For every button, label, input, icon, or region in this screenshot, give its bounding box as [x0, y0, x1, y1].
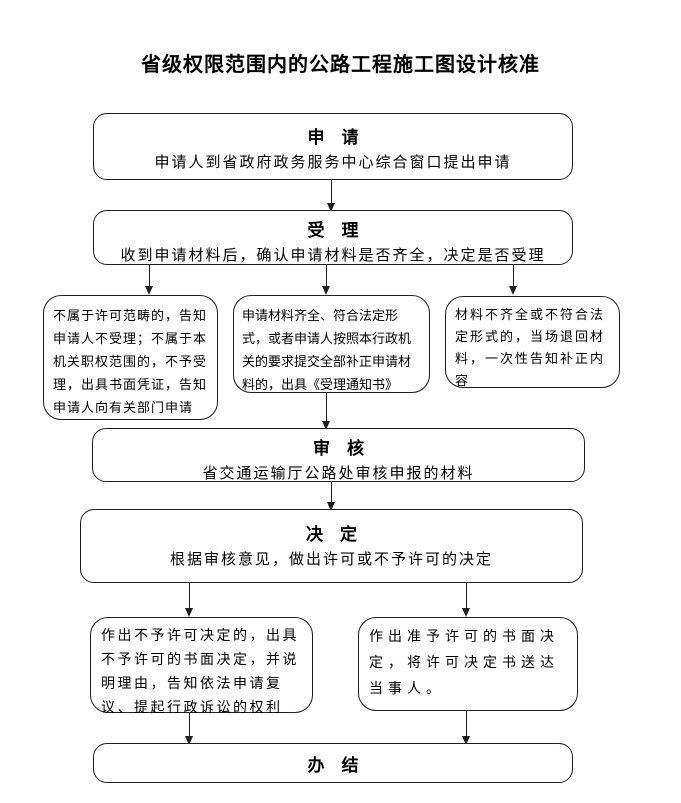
arrow-down-connector — [508, 265, 517, 295]
arrow-down-connector — [326, 180, 335, 212]
node-review-body: 省交通运输厅公路处审核申报的材料 — [202, 466, 475, 482]
node-apply-heading: 申 请 — [307, 128, 359, 147]
arrow-down-connector — [184, 583, 193, 617]
node-review-heading: 审 核 — [313, 439, 364, 458]
flow-node-finish: 办 结 — [93, 743, 573, 783]
arrow-down-connector — [144, 265, 153, 295]
arrow-down-connector — [321, 265, 330, 295]
page-title: 省级权限范围内的公路工程施工图设计核准 — [141, 54, 540, 76]
node-apply-body: 申请人到省政府政务服务中心综合窗口提出申请 — [154, 155, 512, 171]
flow-node-decision: 决 定 根据审核意见，做出许可或不予许可的决定 — [80, 509, 583, 583]
node-decision-heading: 决 定 — [306, 525, 357, 544]
flow-node-review: 审 核 省交通运输厅公路处审核申报的材料 — [92, 428, 585, 482]
node-accept-body: 收到申请材料后，确认申请材料是否齐全，决定是否受理 — [120, 248, 546, 264]
flow-node-grant: 作出准予许可的书面决定，将许可决定书送达当事人。 — [358, 617, 578, 711]
flow-node-branch-reject: 不属于许可范畴的，告知申请人不受理；不属于本机关职权范围的，不予受理，出具书面凭… — [43, 295, 218, 420]
flow-node-apply: 申 请 申请人到省政府政务服务中心综合窗口提出申请 — [93, 113, 573, 180]
flow-node-deny: 作出不予许可决定的，出具不予许可的书面决定，并说明理由，告知依法申请复议、提起行… — [90, 617, 313, 716]
node-decision-body: 根据审核意见，做出许可或不予许可的决定 — [169, 552, 493, 568]
node-grant-body: 作出准予许可的书面决定，将许可决定书送达当事人。 — [369, 630, 559, 697]
flow-node-branch-return: 材料不齐全或不符合法定形式的，当场退回材料，一次性告知补正内容 — [445, 296, 620, 388]
arrow-down-connector — [326, 482, 335, 511]
node-branch-return-body: 材料不齐全或不符合法定形式的，当场退回材料，一次性告知补正内容 — [455, 307, 606, 388]
arrow-down-connector — [184, 713, 193, 745]
arrow-down-connector — [321, 393, 330, 430]
arrow-down-connector — [461, 711, 470, 745]
node-accept-heading: 受 理 — [307, 221, 359, 240]
node-branch-ok-body: 申请材料齐全、符合法定形式，或者申请人按照本行政机关的要求提交全部补正申请材料的… — [242, 308, 412, 392]
flow-node-branch-ok: 申请材料齐全、符合法定形式，或者申请人按照本行政机关的要求提交全部补正申请材料的… — [233, 295, 430, 393]
node-deny-body: 作出不予许可决定的，出具不予许可的书面决定，并说明理由，告知依法申请复议、提起行… — [101, 629, 299, 716]
arrow-down-connector — [461, 583, 470, 617]
node-finish-heading: 办 结 — [307, 755, 359, 775]
flow-node-accept: 受 理 收到申请材料后，确认申请材料是否齐全，决定是否受理 — [93, 210, 573, 265]
node-branch-reject-body: 不属于许可范畴的，告知申请人不受理；不属于本机关职权范围的，不予受理，出具书面凭… — [53, 308, 208, 415]
